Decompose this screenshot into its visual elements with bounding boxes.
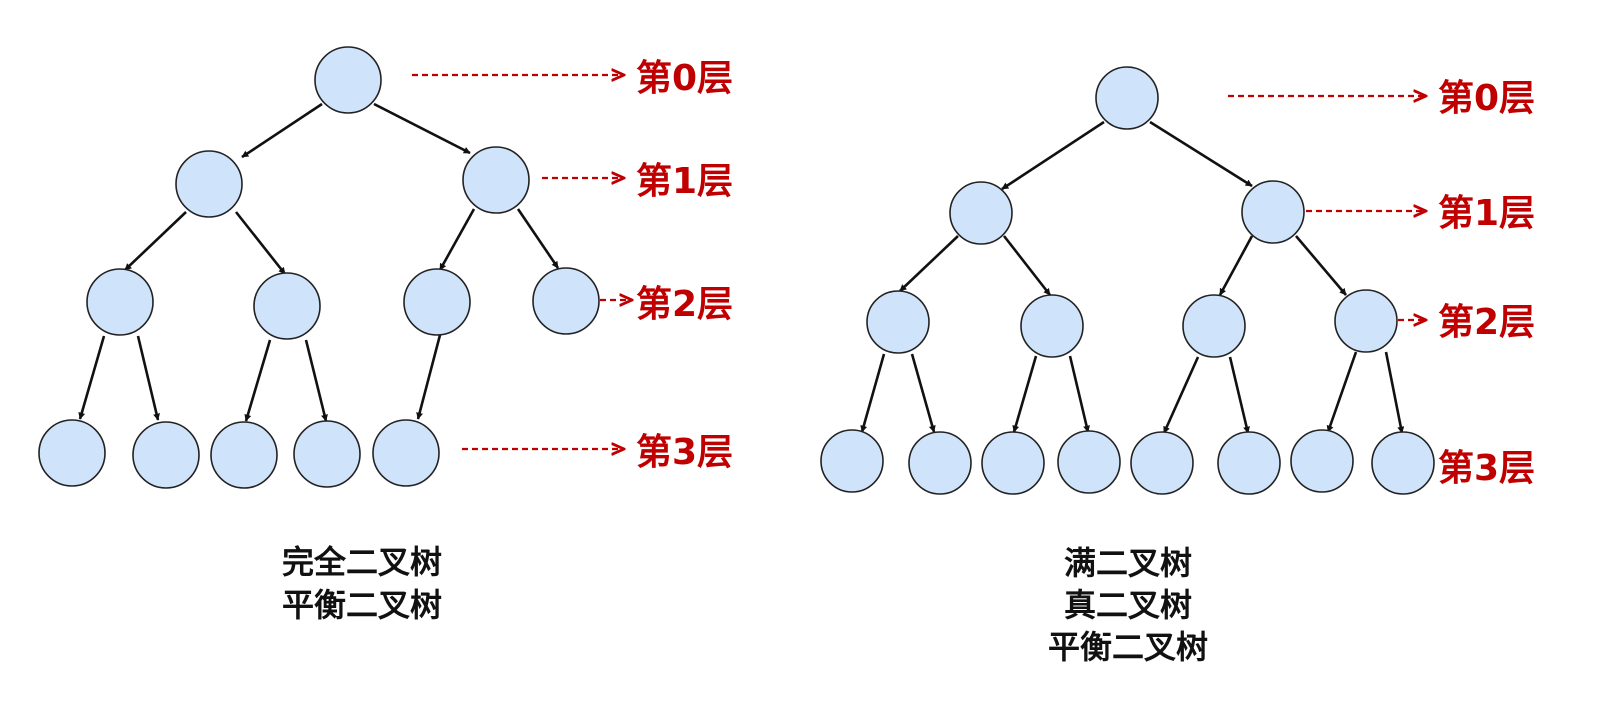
tree-edge <box>1218 235 1254 296</box>
tree-node <box>1217 431 1281 495</box>
tree-node <box>1057 430 1121 494</box>
tree-edge <box>438 208 476 271</box>
tree-edge <box>860 353 886 433</box>
tree-node <box>1371 431 1435 495</box>
tree-node <box>253 272 321 340</box>
level-label: 第2层 <box>1438 302 1535 343</box>
tree-node <box>462 146 530 214</box>
left-tree-edges <box>78 102 560 422</box>
level-label: 第3层 <box>1438 448 1535 489</box>
tree-edge <box>516 208 560 269</box>
tree-node <box>532 267 600 335</box>
tree-edge <box>124 211 187 271</box>
left-tree: 第0层 第1层 第2层 第3层 完全二叉树 平衡二叉树 <box>38 46 733 624</box>
level-label: 第0层 <box>636 58 733 99</box>
right-tree-nodes <box>820 66 1435 495</box>
tree-edge <box>899 235 959 292</box>
tree-edge <box>1002 235 1052 296</box>
tree-node <box>1020 294 1084 358</box>
level-label: 第3层 <box>636 432 733 473</box>
tree-node <box>175 150 243 218</box>
tree-node <box>1095 66 1159 130</box>
tree-node <box>1334 289 1398 353</box>
level-label: 第1层 <box>1438 193 1535 234</box>
tree-edge <box>78 335 106 420</box>
tree-edge <box>234 211 287 275</box>
left-caption: 完全二叉树 平衡二叉树 <box>282 543 442 624</box>
right-tree-edges <box>860 120 1405 434</box>
tree-node <box>403 268 471 336</box>
left-level-indicators: 第0层 第1层 第2层 第3层 <box>412 58 733 473</box>
caption-line: 真二叉树 <box>1064 586 1192 624</box>
left-tree-nodes <box>38 46 600 489</box>
tree-edge <box>910 353 936 433</box>
tree-node <box>908 431 972 495</box>
tree-edge <box>304 339 328 422</box>
tree-node <box>820 429 884 493</box>
tree-node <box>293 420 361 488</box>
tree-node <box>866 290 930 354</box>
tree-edge <box>1012 355 1038 433</box>
right-level-indicators: 第0层 第1层 第2层 第3层 <box>1228 78 1535 489</box>
level-label: 第2层 <box>636 284 733 325</box>
tree-node <box>1130 431 1194 495</box>
tree-edge <box>1068 355 1090 433</box>
tree-node <box>132 421 200 489</box>
caption-line: 完全二叉树 <box>282 543 442 581</box>
tree-edge <box>373 102 471 155</box>
right-tree: 第0层 第1层 第2层 第3层 满二叉树 真二叉树 平衡二叉树 <box>820 66 1535 666</box>
caption-line: 平衡二叉树 <box>282 586 442 624</box>
tree-node <box>86 268 154 336</box>
tree-edge <box>1326 351 1358 433</box>
tree-node <box>981 431 1045 495</box>
tree-edge <box>1162 356 1200 434</box>
tree-edge <box>241 102 323 159</box>
tree-node <box>372 419 440 487</box>
tree-node <box>949 181 1013 245</box>
right-caption: 满二叉树 真二叉树 平衡二叉树 <box>1048 544 1208 666</box>
tree-edge <box>1228 356 1250 434</box>
caption-line: 满二叉树 <box>1064 544 1192 582</box>
tree-node <box>1290 429 1354 493</box>
tree-edge <box>1295 235 1347 296</box>
tree-node <box>1241 180 1305 244</box>
tree-node <box>38 419 106 487</box>
caption-line: 平衡二叉树 <box>1048 628 1208 666</box>
level-label: 第0层 <box>1438 78 1535 119</box>
tree-node <box>1182 294 1246 358</box>
tree-edge <box>1384 351 1405 434</box>
tree-edge <box>1149 120 1253 188</box>
tree-edge <box>136 335 160 421</box>
tree-edge <box>244 339 272 422</box>
tree-edge <box>416 334 442 420</box>
tree-node <box>210 421 278 489</box>
tree-node <box>314 46 382 114</box>
level-label: 第1层 <box>636 161 733 202</box>
tree-edge <box>1001 120 1105 191</box>
